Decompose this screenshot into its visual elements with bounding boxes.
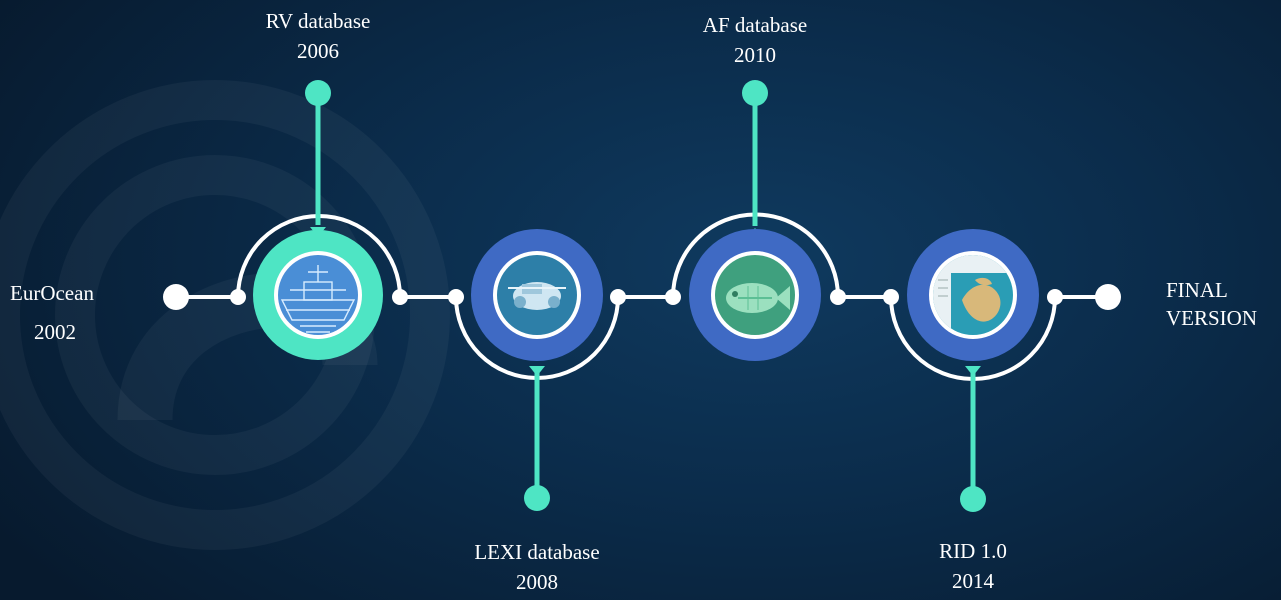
milestone-3-node[interactable] — [689, 229, 821, 361]
milestone-1-name: RV database — [265, 9, 371, 33]
end-node — [1095, 284, 1121, 310]
end-line-1: FINAL — [1166, 278, 1228, 302]
milestone-4-label: RID 1.0 2014 — [873, 536, 1073, 597]
underwater-vehicle-icon — [508, 282, 566, 310]
end-line-2: VERSION — [1166, 306, 1258, 331]
ship-blueprint-icon — [280, 265, 356, 333]
milestone-1-node[interactable] — [253, 230, 383, 360]
start-name: EurOcean — [10, 281, 94, 305]
milestone-2-node[interactable] — [471, 229, 603, 361]
milestone-4-year: 2014 — [952, 569, 994, 594]
milestone-1-label: RV database 2006 — [218, 6, 418, 67]
stem-end-dots — [305, 80, 986, 512]
fish-xray-icon — [726, 283, 790, 313]
start-node — [163, 284, 189, 310]
milestone-3-year: 2010 — [734, 43, 776, 68]
start-label: EurOcean 2002 — [10, 278, 94, 348]
milestone-2-label: LEXI database 2008 — [432, 537, 642, 598]
end-label: FINAL VERSION — [1166, 276, 1257, 333]
milestone-1-year: 2006 — [297, 39, 339, 64]
milestone-4-name: RID 1.0 — [939, 539, 1007, 563]
connector-dots — [230, 289, 1063, 305]
milestone-3-name: AF database — [702, 13, 808, 37]
start-year: 2002 — [34, 320, 76, 345]
milestone-2-year: 2008 — [516, 570, 558, 595]
milestone-3-label: AF database 2010 — [655, 10, 855, 71]
milestone-4-node[interactable] — [907, 229, 1039, 361]
milestone-2-name: LEXI database — [474, 540, 600, 564]
milestone-stems — [315, 94, 976, 499]
